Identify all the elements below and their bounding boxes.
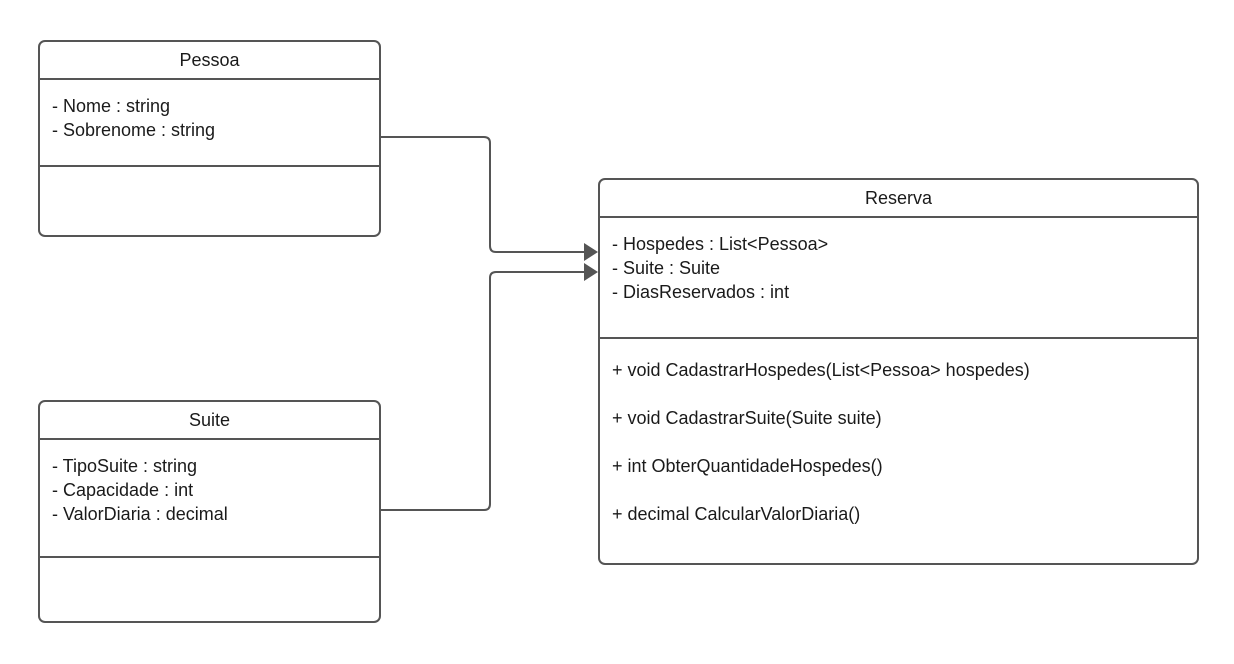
class-operations-pessoa: [40, 167, 379, 233]
arrowhead-suite-reserva: [584, 263, 598, 281]
attribute-row: - Hospedes : List<Pessoa>: [612, 234, 829, 254]
relationship-suite-reserva: [381, 263, 598, 511]
operation-row: + void CadastrarHospedes(List<Pessoa> ho…: [612, 360, 1030, 380]
class-operations-reserva: + void CadastrarHospedes(List<Pessoa> ho…: [600, 339, 1197, 563]
class-operations-suite: [40, 558, 379, 621]
class-box-pessoa[interactable]: Pessoa - Nome : string - Sobrenome : str…: [38, 40, 381, 237]
attribute-row: - Suite : Suite: [612, 258, 721, 278]
edge-line-suite-reserva: [381, 271, 584, 511]
class-title-pessoa: Pessoa: [40, 42, 379, 80]
class-box-suite[interactable]: Suite - TipoSuite : string - Capacidade …: [38, 400, 381, 623]
class-box-reserva[interactable]: Reserva - Hospedes : List<Pessoa> - Suit…: [598, 178, 1199, 565]
attribute-row: - DiasReservados : int: [612, 282, 790, 302]
relationship-pessoa-reserva: [381, 136, 598, 261]
attribute-row: - ValorDiaria : decimal: [52, 504, 228, 524]
attribute-row: - TipoSuite : string: [52, 456, 198, 476]
class-attributes-reserva: - Hospedes : List<Pessoa> - Suite : Suit…: [600, 218, 1197, 339]
operation-row: + int ObterQuantidadeHospedes(): [612, 456, 883, 476]
arrowhead-pessoa-reserva: [584, 243, 598, 261]
operation-row: + void CadastrarSuite(Suite suite): [612, 408, 882, 428]
attribute-row: - Sobrenome : string: [52, 120, 216, 140]
edge-line-pessoa-reserva: [381, 136, 584, 253]
attribute-row: - Nome : string: [52, 96, 171, 116]
class-title-suite: Suite: [40, 402, 379, 440]
operation-row: + decimal CalcularValorDiaria(): [612, 504, 861, 524]
class-attributes-suite: - TipoSuite : string - Capacidade : int …: [40, 440, 379, 558]
attribute-row: - Capacidade : int: [52, 480, 194, 500]
class-title-reserva: Reserva: [600, 180, 1197, 218]
class-attributes-pessoa: - Nome : string - Sobrenome : string: [40, 80, 379, 167]
